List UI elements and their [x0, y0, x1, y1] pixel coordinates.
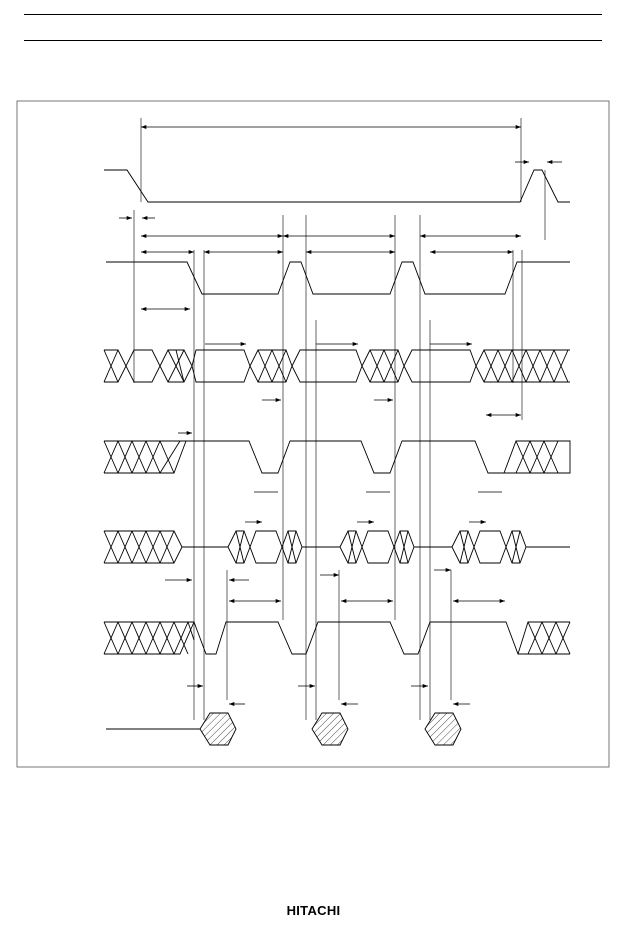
- waveform-1: [104, 169, 570, 203]
- diagram-frame: [16, 100, 610, 768]
- waveform-4: [103, 440, 571, 474]
- waveform-6: [103, 621, 571, 655]
- timing-arrows: [119, 125, 562, 706]
- reference-lines: [133, 118, 546, 720]
- header-rule-bottom: [24, 40, 602, 41]
- waveform-7: [106, 712, 462, 746]
- header-rule-top: [24, 14, 602, 15]
- waveform-5: [103, 530, 570, 564]
- hitachi-logo: HITACHI: [286, 903, 341, 918]
- waveform-3-bus: [103, 349, 570, 383]
- waveform-2: [106, 261, 570, 295]
